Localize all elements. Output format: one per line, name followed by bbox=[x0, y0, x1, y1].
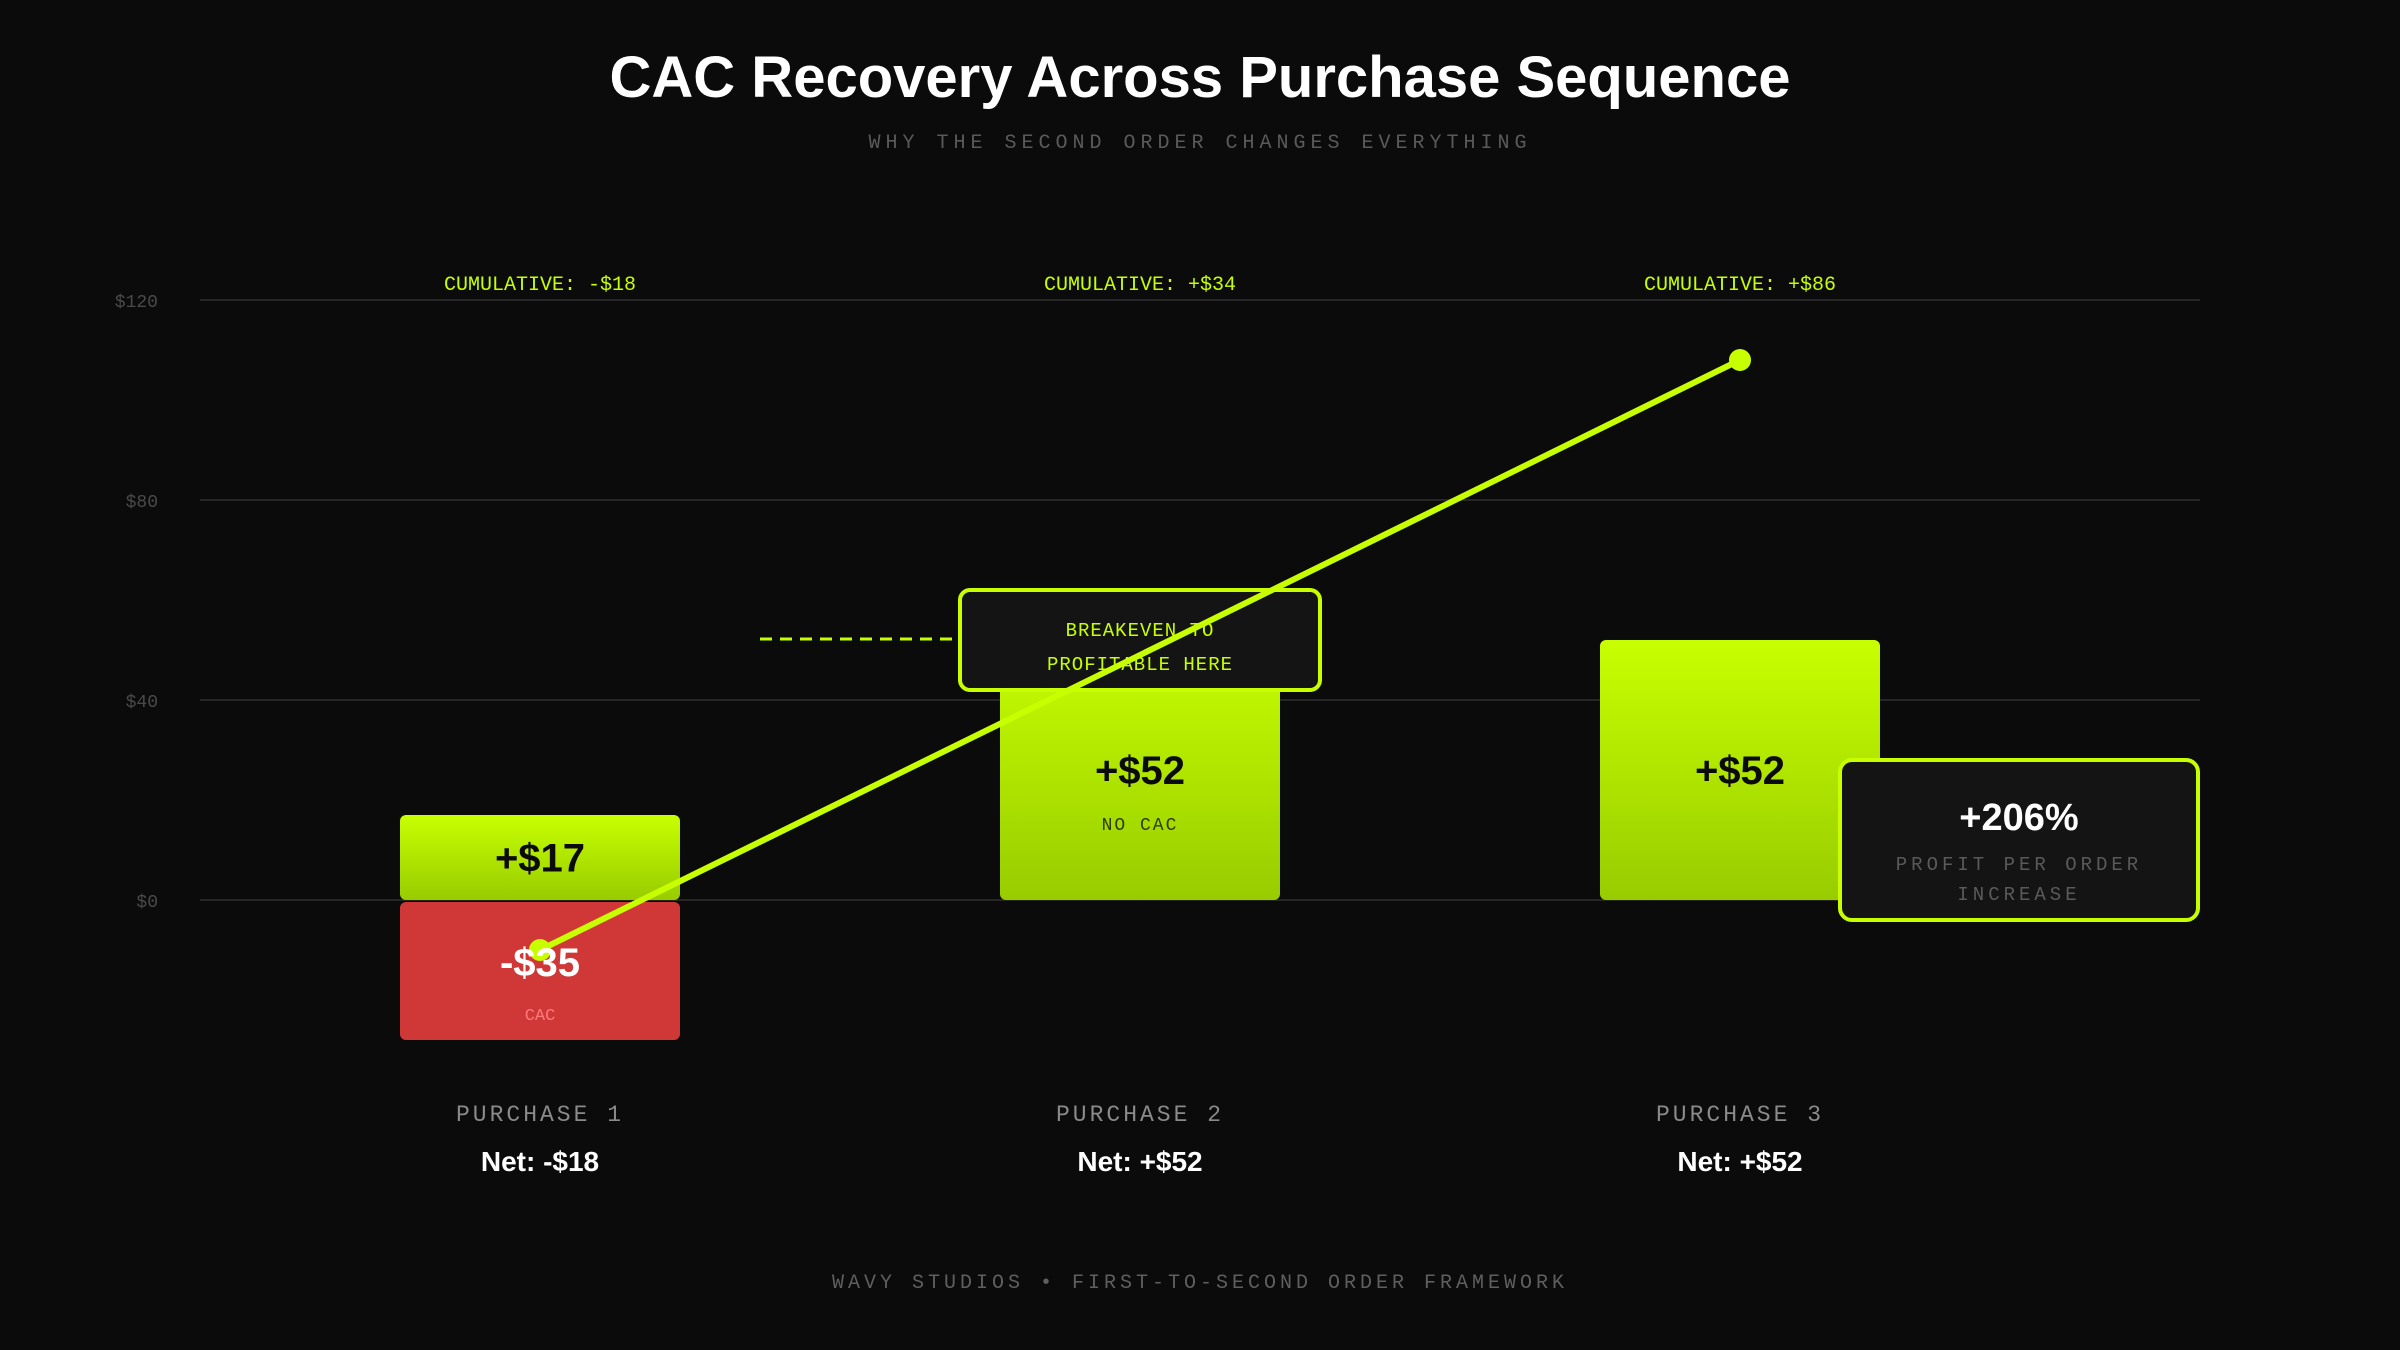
breakeven-callout bbox=[958, 588, 1322, 692]
chart-subtitle: WHY THE SECOND ORDER CHANGES EVERYTHING bbox=[868, 132, 1532, 155]
net-label: Net: +$52 bbox=[1077, 1146, 1202, 1177]
breakeven-callout-text: PROFITABLE HERE bbox=[1047, 654, 1233, 676]
y-tick-label: $40 bbox=[126, 693, 158, 713]
y-tick-label: $80 bbox=[126, 493, 158, 513]
increase-value: +206% bbox=[1959, 797, 2078, 839]
increase-callout bbox=[1838, 758, 2200, 922]
bar-sublabel: NO CAC bbox=[1102, 816, 1179, 836]
increase-caption: PROFIT PER ORDER bbox=[1896, 854, 2142, 876]
bar-value-label: +$52 bbox=[1695, 749, 1785, 793]
net-label: Net: +$52 bbox=[1677, 1146, 1802, 1177]
cac-value-label: -$35 bbox=[500, 941, 580, 985]
profit-bar bbox=[400, 815, 680, 900]
cumulative-label: CUMULATIVE: +$86 bbox=[1644, 274, 1836, 297]
profit-bar bbox=[1600, 640, 1880, 900]
cumulative-label: CUMULATIVE: -$18 bbox=[444, 274, 636, 297]
bar-value-label: +$17 bbox=[495, 837, 585, 881]
chart-title: CAC Recovery Across Purchase Sequence bbox=[609, 45, 1791, 110]
net-label: Net: -$18 bbox=[481, 1146, 599, 1177]
category-label: PURCHASE 2 bbox=[1056, 1102, 1224, 1128]
footer-credit: WAVY STUDIOS • FIRST-TO-SECOND ORDER FRA… bbox=[831, 1272, 1569, 1295]
cac-bar bbox=[400, 902, 680, 1040]
cumulative-point bbox=[529, 939, 551, 961]
cumulative-point bbox=[1729, 349, 1751, 371]
cumulative-label: CUMULATIVE: +$34 bbox=[1044, 274, 1236, 297]
y-tick-label: $0 bbox=[136, 893, 158, 913]
cac-sublabel: CAC bbox=[525, 1007, 556, 1026]
category-label: PURCHASE 1 bbox=[456, 1102, 624, 1128]
category-label: PURCHASE 3 bbox=[1656, 1102, 1824, 1128]
y-tick-label: $120 bbox=[115, 293, 158, 313]
increase-caption: INCREASE bbox=[1957, 884, 2080, 906]
bar-value-label: +$52 bbox=[1095, 749, 1185, 793]
cumulative-line bbox=[537, 357, 1743, 953]
profit-bar bbox=[1000, 640, 1280, 900]
